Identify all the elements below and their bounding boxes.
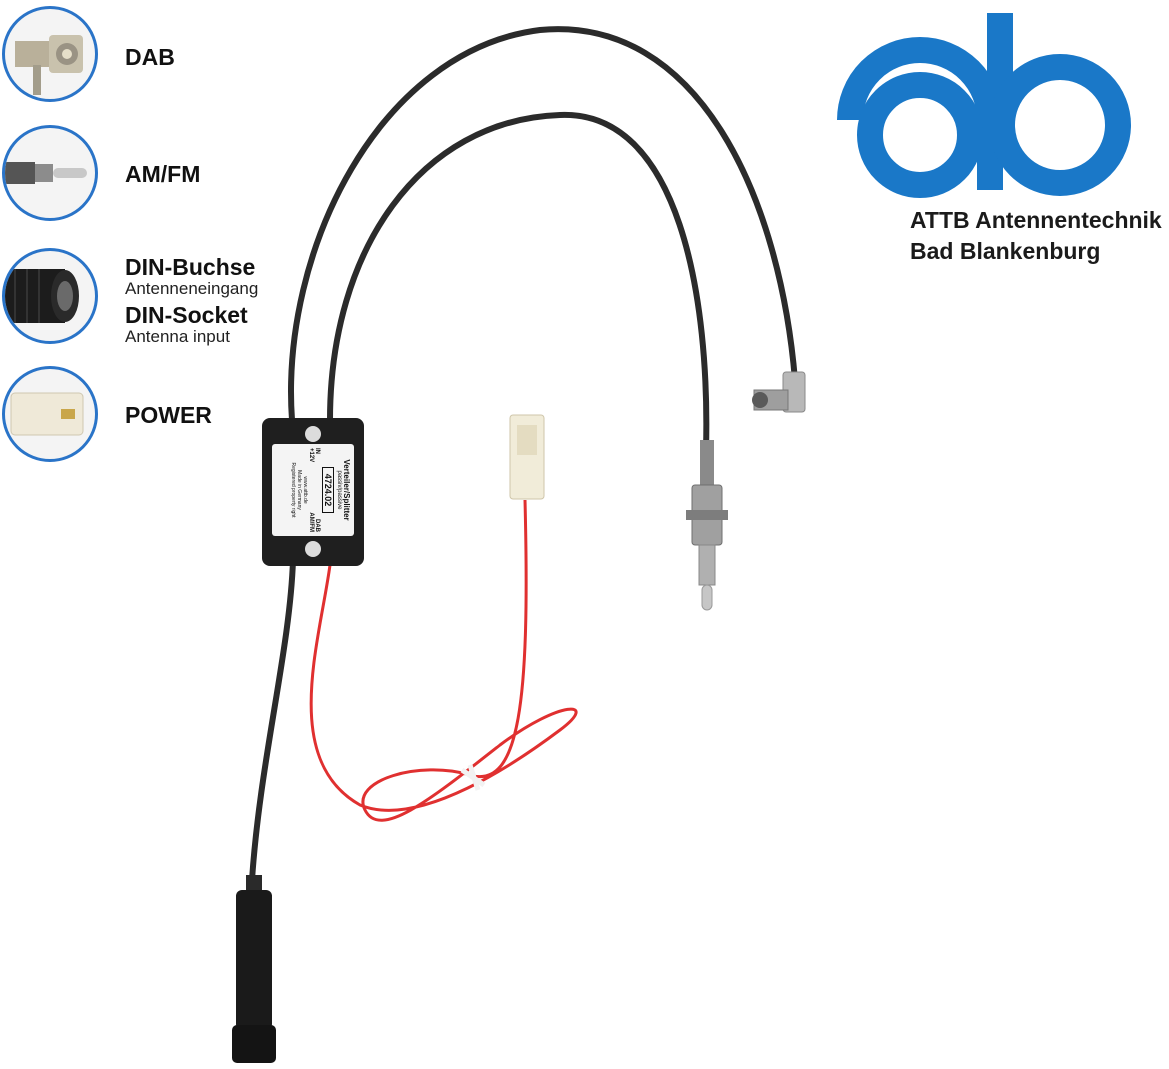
power-wire <box>309 499 578 822</box>
splitter-label: Verteiler/Splitter passiv/passive 4724.0… <box>272 444 354 536</box>
power-connector <box>509 414 545 500</box>
ab-logo-icon <box>837 13 1131 198</box>
splitter-registered: Registered property right <box>290 462 296 518</box>
brand-line-2: Bad Blankenburg <box>910 238 1101 264</box>
splitter-port-amfm: AM/FM <box>308 512 314 532</box>
cable-tie <box>460 764 486 791</box>
legend-label-dab: DAB <box>125 44 175 70</box>
legend-sublabel-antenneneingang: Antenneneingang <box>125 279 259 298</box>
splitter-port-in: IN <box>314 448 320 454</box>
din-socket <box>232 875 276 1063</box>
splitter-made-in: Made in Germany <box>296 470 302 510</box>
dab-cable <box>288 26 798 421</box>
splitter-box <box>262 418 364 566</box>
fm-plug-icon <box>2 125 98 221</box>
splitter-part-number: 4724.02 <box>322 467 334 513</box>
dab-connector <box>752 371 806 413</box>
connector-legend: DAB AM/FM DIN-Buchse Antenneneingang DIN… <box>0 0 320 470</box>
splitter-port-dab: DAB <box>314 519 320 532</box>
legend-sublabel-antenna-input: Antenna input <box>125 327 230 346</box>
fm-plug <box>686 440 728 611</box>
legend-label-din-buchse: DIN-Buchse <box>125 254 256 280</box>
din-socket-icon <box>2 248 98 344</box>
legend-label-power: POWER <box>125 402 212 428</box>
input-cable <box>249 559 296 881</box>
legend-label-amfm: AM/FM <box>125 161 201 187</box>
amfm-cable <box>327 111 710 451</box>
splitter-title: Verteiler/Splitter <box>342 459 351 521</box>
splitter-port-power: +12V <box>308 448 314 463</box>
brand-line-1: ATTB Antennentechnik <box>910 207 1162 233</box>
dab-connector-icon <box>2 6 98 102</box>
legend-label-din-socket: DIN-Socket <box>125 302 248 328</box>
power-connector-icon <box>2 366 98 462</box>
splitter-subtitle: passiv/passive <box>336 470 342 510</box>
